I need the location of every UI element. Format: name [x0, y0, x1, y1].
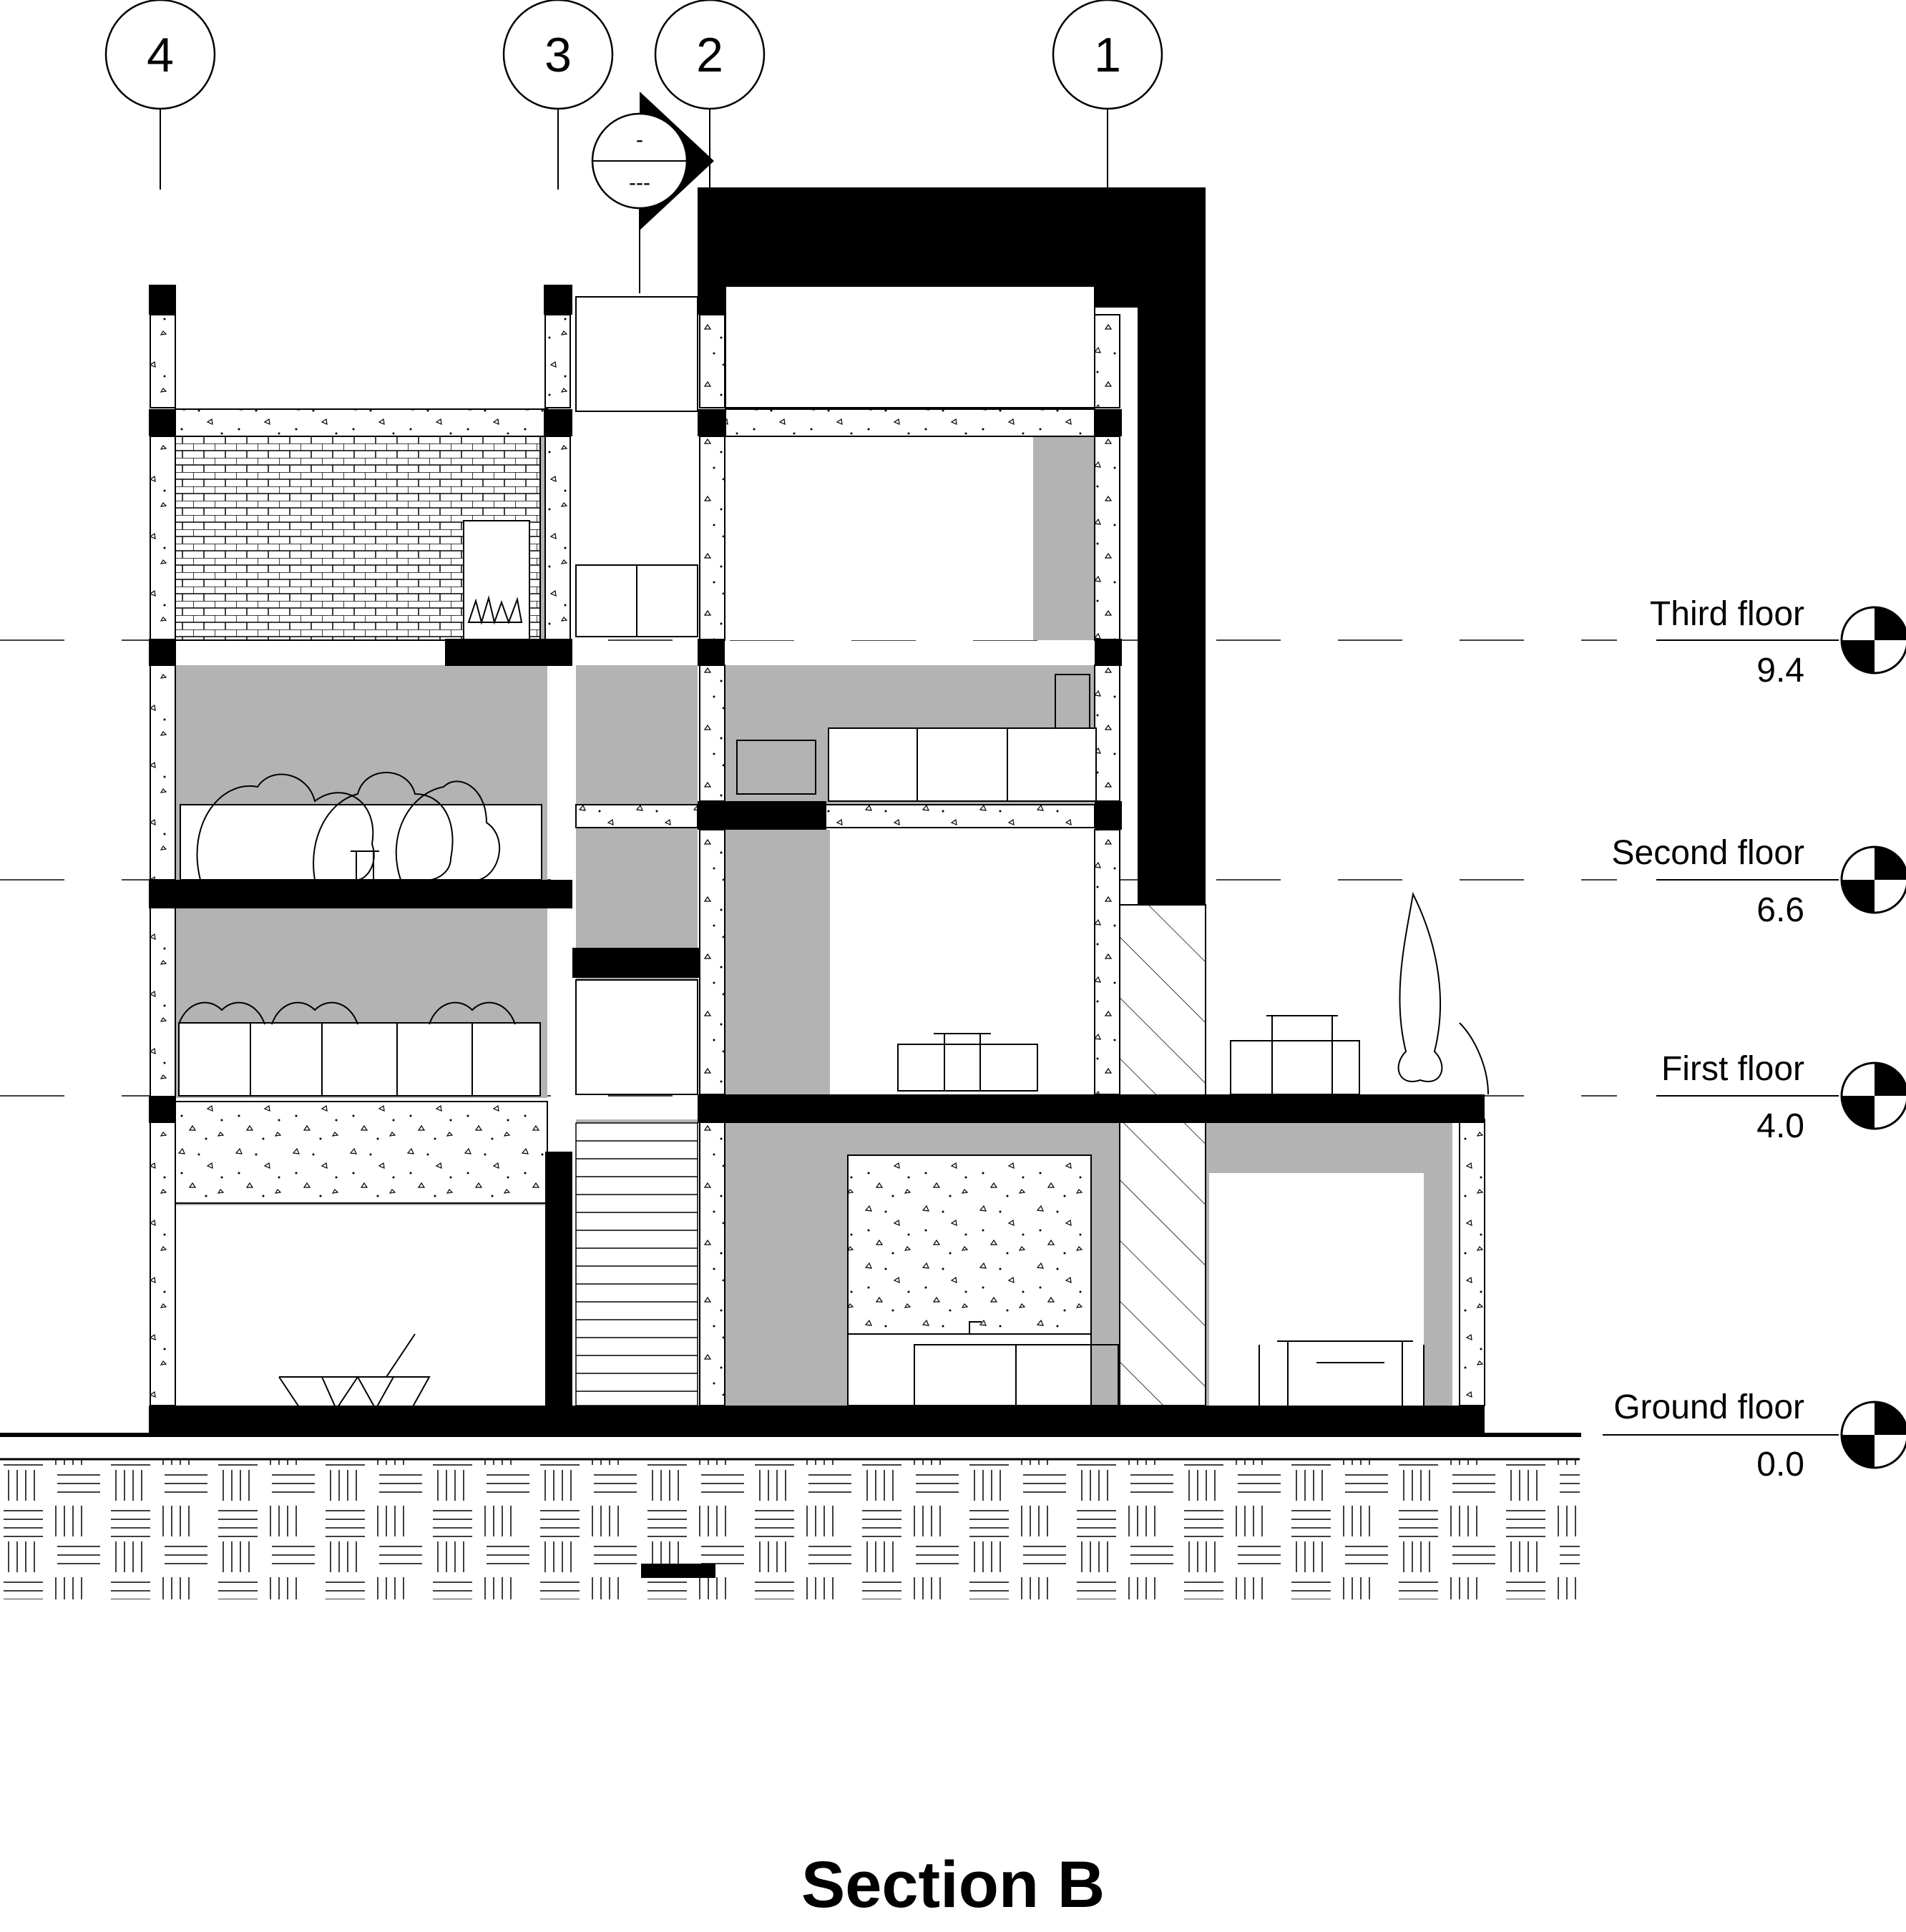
- grid-label-3: 3: [544, 28, 572, 82]
- level-marker-second-floor: Second floor 6.6: [1611, 834, 1906, 929]
- concrete-columns: [150, 314, 1485, 1406]
- section-marker-bottom: ---: [629, 171, 650, 195]
- railings: [178, 564, 1097, 1097]
- solid-structure: [149, 187, 1485, 1435]
- level-name-ground-floor: Ground floor: [1613, 1388, 1804, 1426]
- grid-axis-4: 4: [104, 0, 216, 190]
- grid-axis-2: 2: [654, 0, 766, 190]
- stair: [575, 1122, 698, 1406]
- level-elev-third-floor: 9.4: [1756, 652, 1804, 690]
- drawing-title: Section B: [801, 1848, 1105, 1921]
- grid-label-4: 4: [147, 28, 174, 82]
- ground-hatch: [0, 1433, 1581, 1599]
- furniture: [178, 595, 1489, 1411]
- level-marker-first-floor: First floor 4.0: [1656, 1050, 1906, 1145]
- hatched-wall: [1119, 904, 1206, 1406]
- level-elev-second-floor: 6.6: [1756, 891, 1804, 929]
- section-marker-top: -: [636, 128, 643, 152]
- level-name-first-floor: First floor: [1661, 1050, 1804, 1088]
- level-name-second-floor: Second floor: [1611, 834, 1804, 872]
- level-marker-third-floor: Third floor 9.4: [1650, 595, 1906, 690]
- grid-label-2: 2: [696, 28, 723, 82]
- level-elev-first-floor: 4.0: [1756, 1107, 1804, 1145]
- grid-label-1: 1: [1094, 28, 1121, 82]
- level-elev-ground-floor: 0.0: [1756, 1446, 1804, 1484]
- grid-axis-1: 1: [1052, 0, 1163, 190]
- level-marker-ground-floor: Ground floor 0.0: [1603, 1388, 1906, 1484]
- level-name-third-floor: Third floor: [1650, 595, 1804, 633]
- planter-window: [463, 520, 530, 643]
- grid-axis-3: 3: [502, 0, 614, 190]
- section-marker: - ---: [591, 92, 714, 293]
